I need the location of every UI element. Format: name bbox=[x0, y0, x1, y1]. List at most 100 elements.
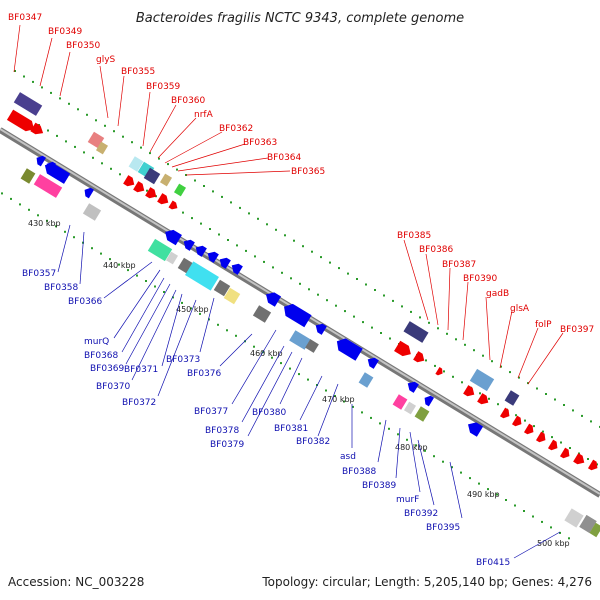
forward-gene-arrow[interactable] bbox=[573, 453, 587, 467]
feature-box[interactable] bbox=[252, 305, 272, 323]
gene-label[interactable]: murQ bbox=[84, 337, 109, 347]
gene-label[interactable]: BF0392 bbox=[404, 509, 438, 519]
gene-label[interactable]: BF0377 bbox=[194, 407, 228, 417]
gene-label[interactable]: BF0355 bbox=[121, 67, 155, 77]
gene-label[interactable]: BF0349 bbox=[48, 27, 83, 37]
reverse-gene-arrow[interactable] bbox=[333, 335, 363, 361]
forward-gene-arrow[interactable] bbox=[123, 175, 137, 189]
feature-box[interactable] bbox=[13, 92, 43, 116]
gene-label[interactable]: gadB bbox=[486, 289, 509, 299]
gene-label[interactable]: BF0386 bbox=[419, 245, 454, 255]
feature-box[interactable] bbox=[414, 406, 430, 422]
gene-label[interactable]: BF0380 bbox=[252, 408, 287, 418]
forward-gene-arrow[interactable] bbox=[535, 431, 548, 445]
reverse-gene-arrow[interactable] bbox=[422, 394, 435, 407]
gene-label[interactable]: BF0397 bbox=[560, 325, 594, 335]
gene-label[interactable]: BF0358 bbox=[44, 283, 79, 293]
feature-box[interactable] bbox=[392, 394, 408, 410]
forward-gene-arrow[interactable] bbox=[394, 340, 414, 360]
gene-label[interactable]: BF0360 bbox=[171, 96, 206, 106]
gene-label[interactable]: BF0368 bbox=[84, 351, 119, 361]
gene-label[interactable]: BF0388 bbox=[342, 467, 377, 477]
forward-gene-arrow[interactable] bbox=[477, 393, 491, 407]
reverse-gene-arrow[interactable] bbox=[280, 301, 312, 328]
feature-box[interactable] bbox=[564, 508, 584, 528]
feature-box[interactable] bbox=[143, 167, 161, 185]
feature-box[interactable] bbox=[403, 401, 417, 415]
gene-label[interactable]: asd bbox=[340, 452, 356, 462]
feature-box[interactable] bbox=[147, 238, 173, 262]
forward-gene-arrow[interactable] bbox=[168, 200, 180, 212]
gene-label[interactable]: folP bbox=[535, 320, 552, 330]
forward-gene-arrow[interactable] bbox=[6, 109, 37, 135]
reverse-gene-arrow[interactable] bbox=[313, 321, 327, 335]
reverse-gene-arrow[interactable] bbox=[365, 355, 379, 369]
feature-box[interactable] bbox=[95, 141, 109, 155]
feature-box[interactable] bbox=[185, 261, 219, 291]
feature-box[interactable] bbox=[159, 173, 173, 187]
reverse-gene-arrow[interactable] bbox=[82, 186, 95, 199]
feature-box[interactable] bbox=[289, 330, 311, 350]
gene-label[interactable]: glyS bbox=[96, 55, 116, 65]
forward-gene-arrow[interactable] bbox=[413, 351, 427, 365]
forward-gene-arrow[interactable] bbox=[559, 447, 572, 461]
forward-gene-arrow[interactable] bbox=[499, 407, 512, 421]
gene-label[interactable]: murF bbox=[396, 495, 419, 505]
feature-box[interactable] bbox=[213, 279, 231, 297]
feature-box[interactable] bbox=[82, 203, 102, 221]
feature-box[interactable] bbox=[20, 168, 36, 184]
feature-box[interactable] bbox=[579, 514, 597, 534]
feature-box[interactable] bbox=[589, 522, 600, 538]
gene-label[interactable]: BF0381 bbox=[274, 424, 308, 434]
feature-box[interactable] bbox=[128, 156, 144, 172]
gene-label[interactable]: BF0363 bbox=[243, 138, 277, 148]
feature-box[interactable] bbox=[469, 368, 495, 392]
gene-label[interactable]: BF0369 bbox=[90, 364, 125, 374]
reverse-gene-arrow[interactable] bbox=[465, 419, 484, 437]
gene-label[interactable]: nrfA bbox=[194, 110, 214, 120]
reverse-gene-arrow[interactable] bbox=[34, 154, 47, 167]
gene-label[interactable]: BF0372 bbox=[122, 398, 156, 408]
reverse-gene-arrow[interactable] bbox=[42, 160, 71, 184]
gene-label[interactable]: BF0379 bbox=[210, 440, 245, 450]
reverse-gene-arrow[interactable] bbox=[263, 289, 282, 307]
gene-label[interactable]: BF0371 bbox=[124, 365, 158, 375]
gene-label[interactable]: BF0378 bbox=[205, 426, 240, 436]
feature-box[interactable] bbox=[33, 174, 63, 198]
feature-box[interactable] bbox=[173, 183, 187, 197]
gene-label[interactable]: BF0357 bbox=[22, 269, 56, 279]
feature-box[interactable] bbox=[504, 390, 520, 406]
forward-gene-arrow[interactable] bbox=[547, 439, 560, 453]
forward-gene-arrow[interactable] bbox=[587, 459, 600, 473]
reverse-gene-arrow[interactable] bbox=[205, 249, 219, 263]
gene-label[interactable]: BF0415 bbox=[476, 558, 510, 568]
feature-box[interactable] bbox=[358, 372, 374, 388]
forward-gene-arrow[interactable] bbox=[523, 423, 536, 437]
reverse-gene-arrow[interactable] bbox=[162, 227, 182, 246]
gene-label[interactable]: BF0382 bbox=[296, 437, 330, 447]
gene-label[interactable]: BF0370 bbox=[96, 382, 131, 392]
reverse-gene-arrow[interactable] bbox=[405, 379, 419, 393]
feature-box[interactable] bbox=[223, 287, 241, 305]
forward-gene-arrow[interactable] bbox=[30, 122, 45, 138]
gene-label[interactable]: BF0362 bbox=[219, 124, 253, 134]
feature-box[interactable] bbox=[165, 251, 179, 265]
gene-label[interactable]: BF0376 bbox=[187, 369, 222, 379]
forward-gene-arrow[interactable] bbox=[511, 415, 524, 429]
gene-label[interactable]: BF0387 bbox=[442, 260, 476, 270]
gene-label[interactable]: BF0359 bbox=[146, 82, 181, 92]
gene-label[interactable]: BF0373 bbox=[166, 355, 200, 365]
reverse-gene-arrow[interactable] bbox=[217, 255, 231, 269]
gene-label[interactable]: BF0365 bbox=[291, 167, 325, 177]
forward-gene-arrow[interactable] bbox=[463, 385, 477, 399]
gene-label[interactable]: BF0390 bbox=[463, 274, 498, 284]
gene-label[interactable]: BF0389 bbox=[362, 481, 397, 491]
feature-box[interactable] bbox=[403, 321, 429, 343]
gene-label[interactable]: BF0385 bbox=[397, 231, 431, 241]
feature-box[interactable] bbox=[305, 339, 319, 353]
gene-label[interactable]: BF0350 bbox=[66, 41, 101, 51]
forward-gene-arrow[interactable] bbox=[133, 181, 147, 195]
gene-label[interactable]: glsA bbox=[510, 304, 530, 314]
forward-gene-arrow[interactable] bbox=[435, 367, 444, 377]
gene-label[interactable]: BF0347 bbox=[8, 13, 42, 23]
